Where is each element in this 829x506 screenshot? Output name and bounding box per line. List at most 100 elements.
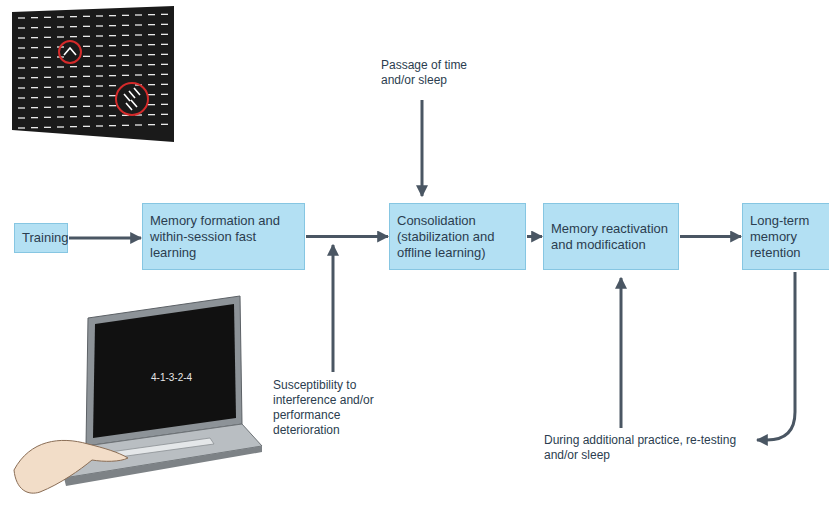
texture-dash	[44, 67, 51, 68]
texture-dash	[161, 34, 168, 35]
influence-arrow	[332, 245, 335, 372]
texture-dash	[109, 125, 116, 126]
texture-dash	[161, 94, 168, 95]
texture-dash	[96, 85, 103, 86]
texture-dash	[161, 114, 168, 115]
texture-dash	[96, 125, 103, 126]
texture-display-panel	[12, 6, 174, 142]
texture-dash	[148, 24, 155, 25]
texture-dash	[18, 127, 25, 128]
texture-dash	[44, 97, 51, 98]
texture-dash	[18, 47, 25, 48]
laptop-lid	[86, 296, 242, 446]
texture-dash	[135, 74, 142, 75]
texture-dash	[18, 27, 25, 28]
box-label: Memory formation and within-session fast…	[150, 213, 297, 261]
target-circle	[116, 83, 148, 115]
texture-dash	[18, 117, 25, 118]
texture-dash	[148, 94, 155, 95]
texture-dash	[70, 126, 77, 127]
texture-dash	[70, 86, 77, 87]
feedback-arrow	[757, 272, 795, 440]
texture-dash	[109, 85, 116, 86]
line-texture	[18, 14, 168, 128]
texture-dash	[96, 35, 103, 36]
texture-dash	[83, 56, 90, 57]
box-label: Long-term memory retention	[750, 213, 822, 261]
texture-dash	[44, 27, 51, 28]
texture-dash	[83, 106, 90, 107]
texture-dash	[135, 64, 142, 65]
texture-dash	[70, 116, 77, 117]
texture-dash	[83, 36, 90, 37]
texture-dash	[161, 124, 168, 125]
texture-dash	[148, 34, 155, 35]
texture-dash	[18, 17, 25, 18]
texture-dash	[44, 17, 51, 18]
texture-dash	[31, 87, 38, 88]
texture-dash	[44, 107, 51, 108]
texture-dash	[148, 64, 155, 65]
texture-dash	[31, 47, 38, 48]
box-label: Memory reactivation and modification	[551, 221, 671, 253]
texture-dash	[70, 66, 77, 67]
flow-arrow	[306, 235, 388, 238]
texture-dash	[148, 84, 155, 85]
texture-dash	[109, 35, 116, 36]
texture-dash	[83, 66, 90, 67]
texture-dash	[122, 25, 129, 26]
screen-sequence: 4-1-3-2-4	[150, 372, 193, 384]
box-label: Consolidation (stabilization and offline…	[397, 213, 518, 261]
texture-dash	[109, 55, 116, 56]
texture-dash	[96, 95, 103, 96]
texture-dash	[122, 15, 129, 16]
texture-dash	[96, 55, 103, 56]
keyboard-keys	[110, 438, 214, 458]
texture-dash	[31, 107, 38, 108]
process-box: Training	[14, 223, 68, 253]
annotation: Susceptibility to interference and/or pe…	[272, 378, 399, 438]
texture-dash	[44, 87, 51, 88]
texture-dash	[161, 14, 168, 15]
texture-dash	[44, 57, 51, 58]
texture-dash	[18, 67, 25, 68]
hand	[14, 440, 128, 493]
texture-dash	[70, 76, 77, 77]
texture-dash	[57, 116, 64, 117]
process-box: Memory reactivation and modification	[543, 203, 679, 270]
texture-dash	[122, 125, 129, 126]
texture-dash	[70, 106, 77, 107]
texture-dash	[44, 37, 51, 38]
texture-dash	[96, 115, 103, 116]
texture-dash	[161, 84, 168, 85]
texture-dash	[31, 97, 38, 98]
texture-dash	[31, 77, 38, 78]
texture-dash	[122, 75, 129, 76]
texture-dash	[57, 76, 64, 77]
texture-dash	[161, 64, 168, 65]
texture-dash	[57, 26, 64, 27]
texture-dash	[122, 35, 129, 36]
texture-dash	[148, 44, 155, 45]
texture-dash	[122, 55, 129, 56]
texture-dash	[44, 117, 51, 118]
texture-dash	[83, 46, 90, 47]
flow-arrow	[680, 235, 741, 238]
texture-dash	[148, 54, 155, 55]
texture-dash	[109, 65, 116, 66]
texture-dash	[148, 14, 155, 15]
influence-arrow	[421, 100, 424, 196]
texture-dash	[83, 76, 90, 77]
texture-dash	[122, 65, 129, 66]
texture-dash	[135, 44, 142, 45]
texture-dash	[18, 37, 25, 38]
flow-arrow	[527, 235, 542, 238]
texture-dash	[31, 57, 38, 58]
texture-dash	[18, 97, 25, 98]
texture-dash	[57, 36, 64, 37]
target-chevron	[64, 48, 76, 55]
process-box: Long-term memory retention	[742, 203, 829, 270]
texture-dash	[31, 27, 38, 28]
texture-dash	[109, 105, 116, 106]
